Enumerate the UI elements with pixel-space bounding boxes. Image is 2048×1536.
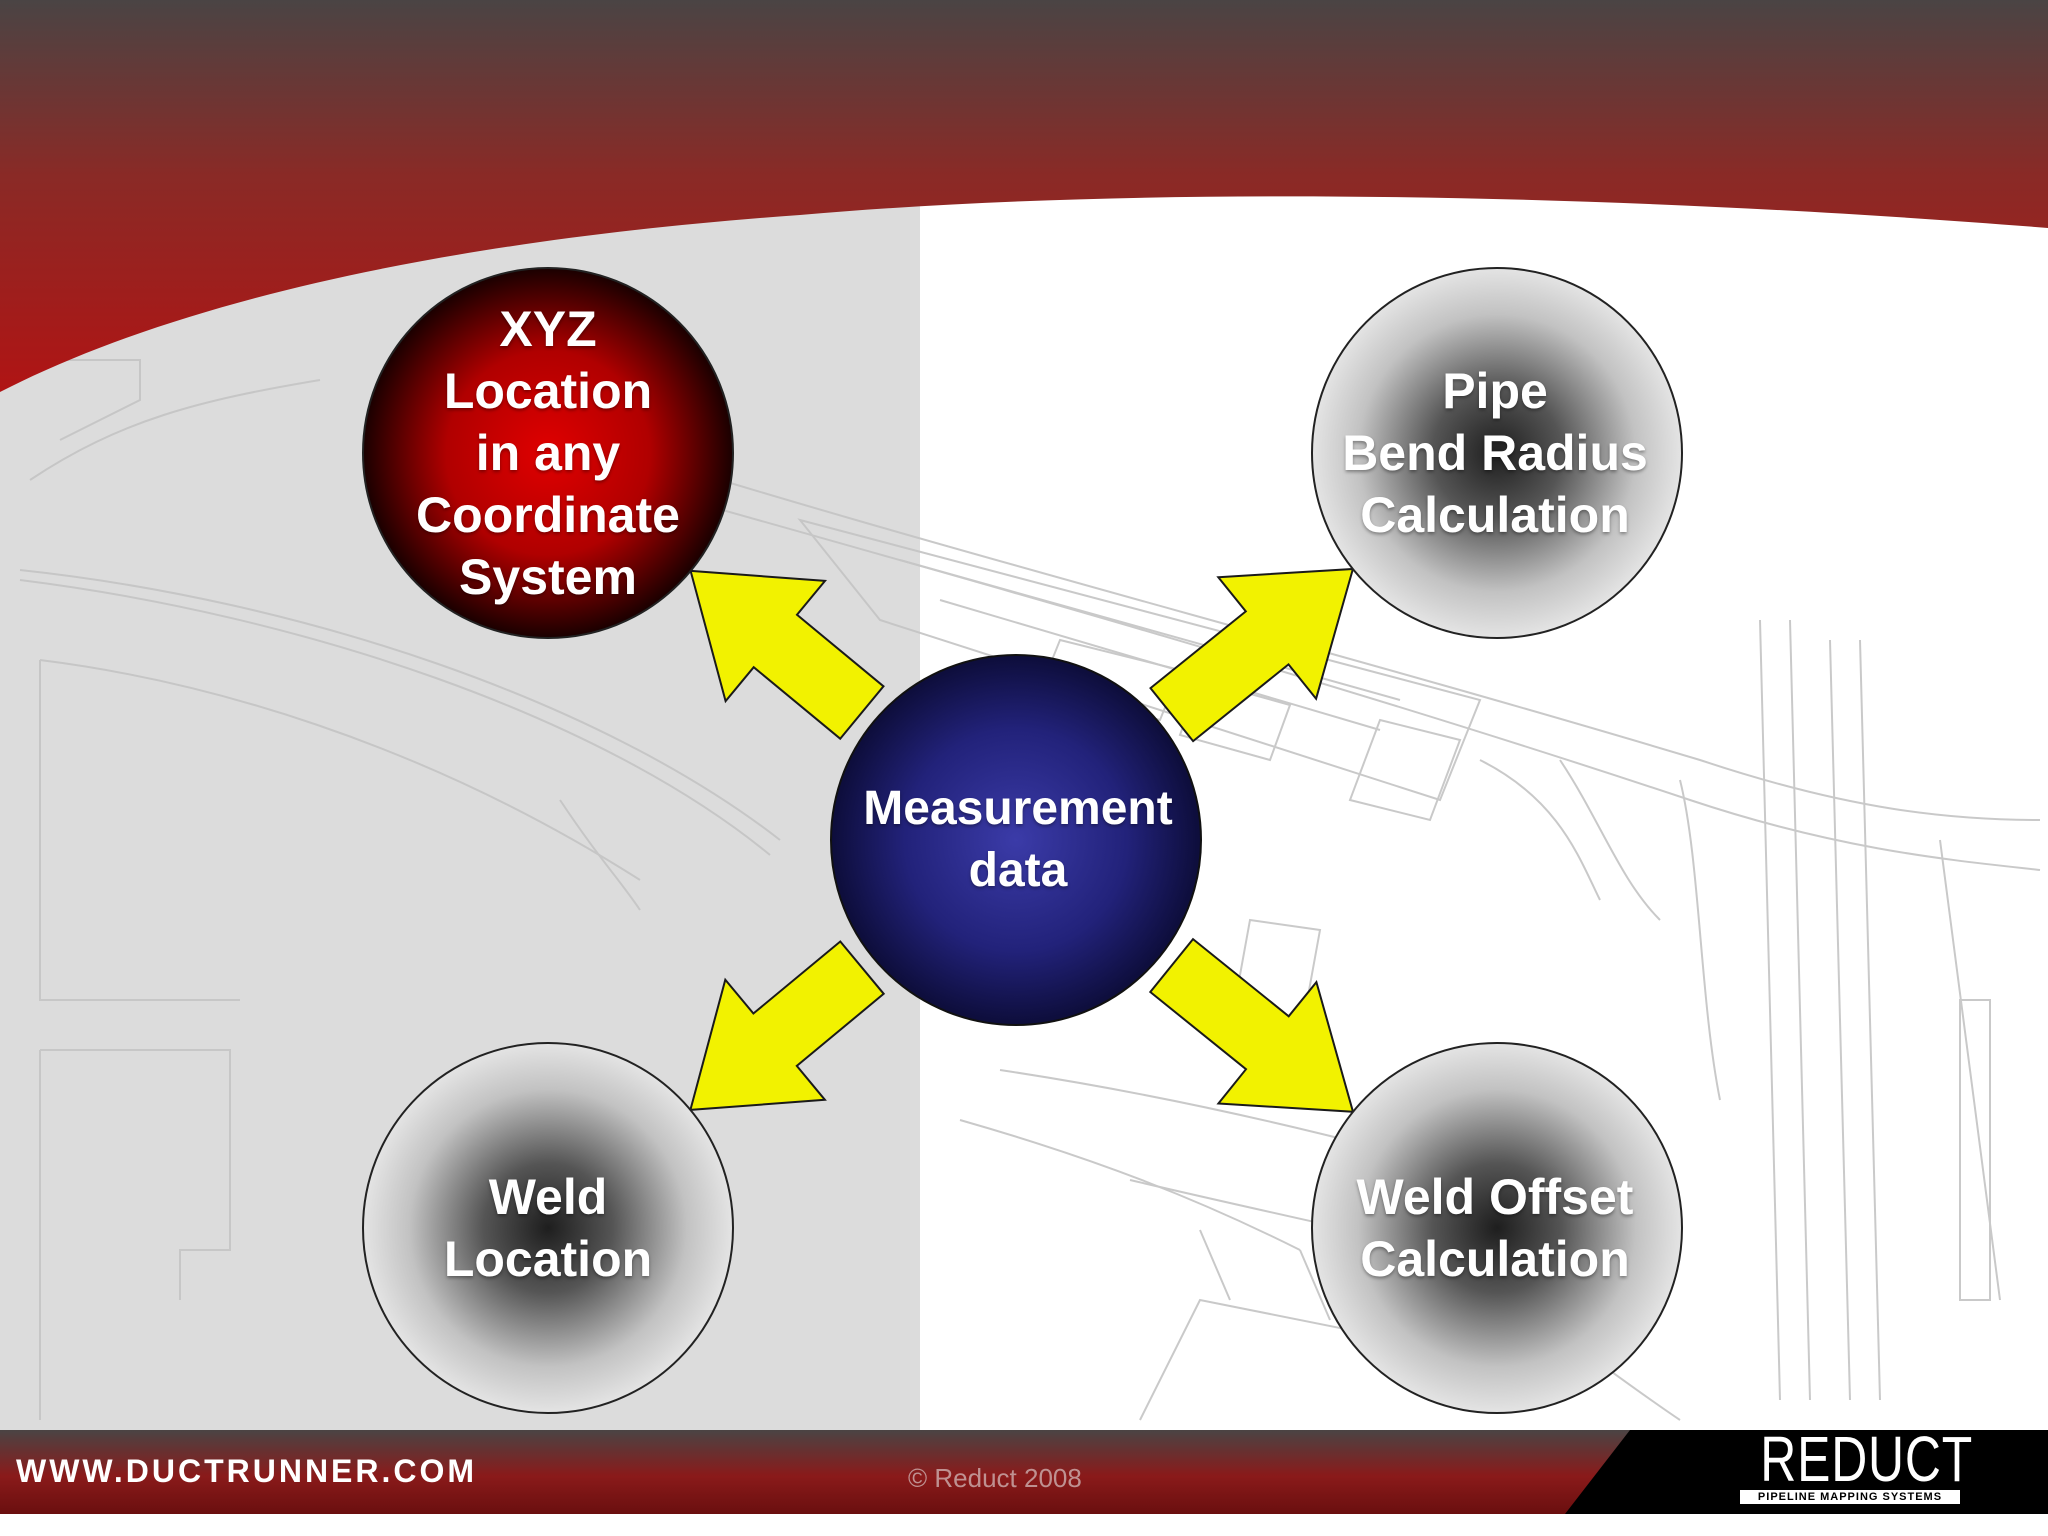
node-weld-location-label: Weld Location: [443, 1169, 653, 1287]
header-band: [0, 0, 2048, 392]
node-pipe-bend-radius-circle: [1311, 267, 1683, 639]
node-weld-location-circle: [362, 1042, 734, 1414]
arrow-to-node-xyz-location: [689, 569, 885, 741]
copyright-text: © Reduct 2008: [908, 1463, 1082, 1493]
arrow-to-node-weld-location: [689, 940, 886, 1112]
reduct-logo: REDUCT PIPELINE MAPPING SYSTEMS: [1735, 1423, 1973, 1510]
node-xyz-location-circle: [362, 267, 734, 639]
node-weld-offset-label: Weld Offset Calculation: [1356, 1169, 1634, 1287]
center-node-circle: [830, 654, 1202, 1026]
website-link[interactable]: WWW.DUCTRUNNER.COM: [16, 1453, 478, 1489]
center-node-label: Measurement data: [863, 782, 1173, 897]
node-weld-offset-circle: [1311, 1042, 1683, 1414]
node-pipe-bend-radius-label: Pipe Bend Radius Calculation: [1342, 363, 1648, 543]
logo-wordmark: REDUCT: [1760, 1423, 1973, 1495]
arrow-to-node-pipe-bend-radius: [1149, 567, 1355, 743]
arrow-to-node-weld-offset: [1148, 937, 1355, 1113]
node-xyz-location-label: XYZ Location in any Coordinate System: [416, 301, 680, 605]
logo-tagline: PIPELINE MAPPING SYSTEMS: [1740, 1490, 1960, 1504]
